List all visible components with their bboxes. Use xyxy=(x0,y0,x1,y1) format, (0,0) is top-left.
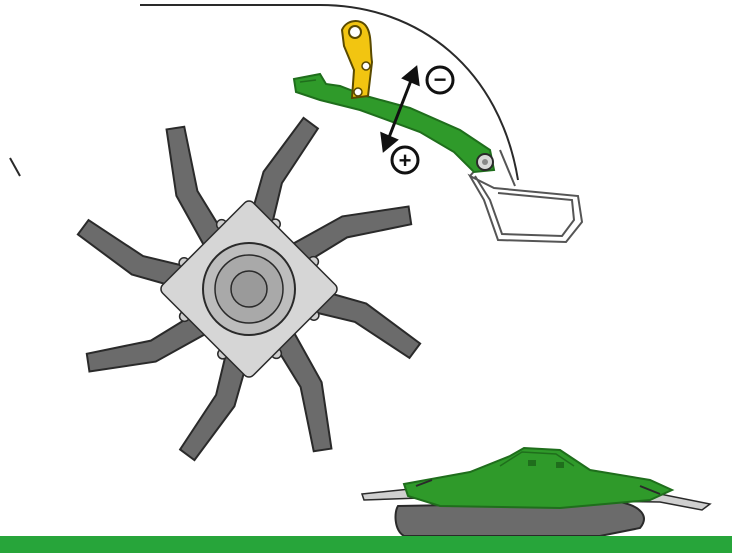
minus-symbol: − xyxy=(434,67,447,92)
hood-outline xyxy=(140,4,519,181)
yellow-handle xyxy=(340,20,374,100)
skid xyxy=(394,500,645,537)
plus-symbol: + xyxy=(399,148,412,173)
edge-tick xyxy=(9,157,21,177)
mower-assembly xyxy=(360,446,712,537)
mower-disc xyxy=(402,446,675,510)
tiller-rotor xyxy=(76,116,422,462)
minus-icon: − xyxy=(425,65,455,95)
hub xyxy=(230,270,268,308)
plus-icon: + xyxy=(390,145,420,175)
ground-line xyxy=(0,536,732,553)
double-arrow xyxy=(380,65,420,153)
adjusting-lever xyxy=(292,72,496,174)
